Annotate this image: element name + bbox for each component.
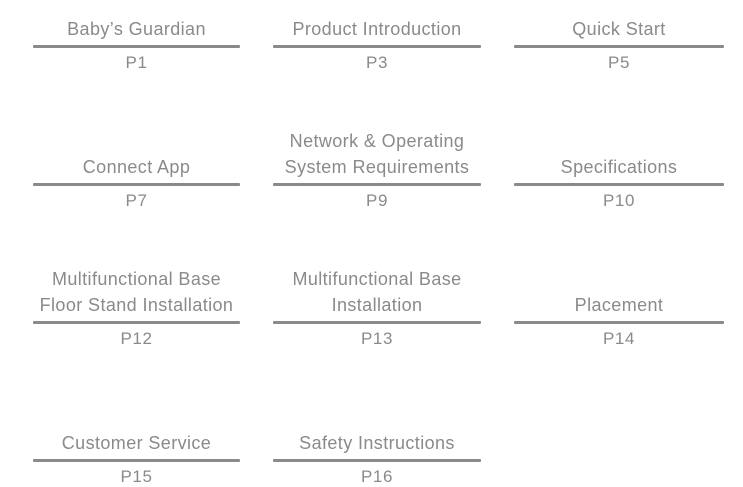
toc-entry-title: Placement [574,295,664,315]
toc-entry-title: Multifunctional Base Installation [292,269,462,315]
toc-entry-page: P14 [602,329,636,348]
toc-entry-page: P5 [608,53,630,72]
toc-entry-base-floor-stand-installation: Multifunctional Base Floor Stand Install… [33,269,240,414]
toc-entry-divider [273,183,481,186]
toc-entry-page: P7 [125,191,148,210]
toc-entry-title: Safety Instructions [299,433,455,453]
toc-entry-divider [514,45,724,48]
toc-entry-divider [273,321,481,324]
toc-entry-divider [33,45,240,48]
toc-entry-quick-start: Quick Start P5 [514,0,724,138]
toc-entry-title: Specifications [560,157,678,177]
toc-entry-specifications: Specifications P10 [514,138,724,276]
toc-entry-page: P12 [120,329,153,348]
toc-entry-divider [514,321,724,324]
toc-entry-babys-guardian: Baby’s Guardian P1 [33,0,240,138]
toc-entry-product-introduction: Product Introduction P3 [273,0,481,138]
toc-entry-divider [514,183,724,186]
toc-entry-divider [33,183,240,186]
toc-entry-safety-instructions: Safety Instructions P16 [273,414,481,487]
toc-entry-placement: Placement P14 [514,276,724,414]
toc-entry-connect-app: Connect App P7 [33,138,240,276]
toc-entry-page: P10 [602,191,636,210]
toc-entry-divider [33,459,240,462]
toc-entry-page: P3 [366,53,388,72]
toc-entry-page: P1 [125,53,148,72]
toc-entry-divider [273,45,481,48]
toc-entry-divider [33,321,240,324]
toc-entry-base-installation: Multifunctional Base Installation P13 [273,269,481,414]
toc-entry-title: Product Introduction [292,19,462,39]
toc-entry-title: Customer Service [61,433,212,453]
toc-entry-divider [273,459,481,462]
toc-entry-customer-service: Customer Service P15 [33,414,240,487]
toc-entry-title: Quick Start [572,19,666,39]
toc-entry-page: P15 [120,467,153,486]
toc-entry-page: P9 [366,191,388,210]
toc-entry-page: P16 [360,467,394,486]
toc-entry-title: Connect App [82,157,191,177]
toc-entry-title: Multifunctional Base Floor Stand Install… [39,269,234,315]
toc-entry-title: Network & Operating System Requirements [284,131,470,177]
toc-entry-page: P13 [360,329,394,348]
toc-entry-network-system-requirements: Network & Operating System Requirements … [273,131,481,276]
toc-entry-title: Baby’s Guardian [67,19,206,39]
